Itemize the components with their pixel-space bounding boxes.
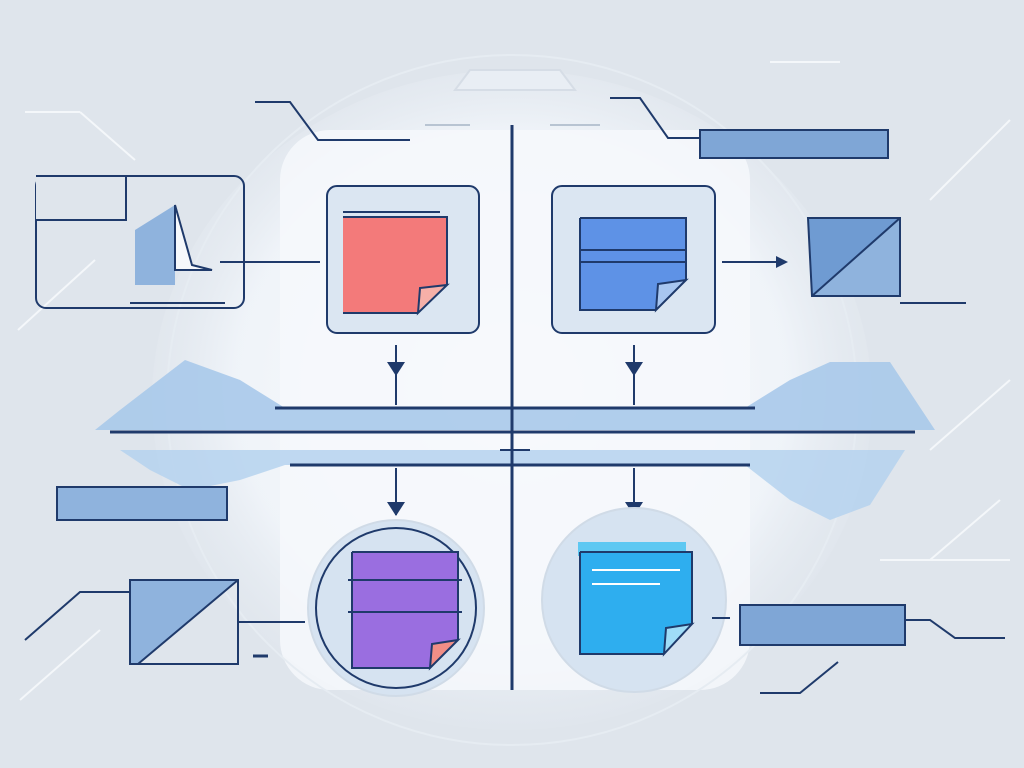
- label-bar-bottom-right-group: [739, 604, 1005, 694]
- label-bar-middle-left: [56, 486, 228, 521]
- diagonal-card-icon-bottom: [24, 579, 305, 665]
- sticky-note-stack-icon: [348, 551, 462, 671]
- sticky-note-lines-icon: [578, 542, 695, 657]
- label-bar-bottom-right: [739, 604, 906, 646]
- triangle-panel-icon: [130, 204, 225, 304]
- node-blue-note[interactable]: [551, 185, 716, 334]
- top-left-panel: [35, 175, 320, 309]
- node-red-note[interactable]: [326, 185, 480, 334]
- diagonal-card-icon: [806, 217, 966, 304]
- top-connectors: [255, 97, 700, 141]
- node-cyan-note[interactable]: [541, 507, 730, 693]
- node-purple-note[interactable]: [307, 519, 485, 697]
- sticky-note-stack-icon: [579, 217, 689, 313]
- label-bar-top-right: [699, 129, 889, 159]
- decorative-strokes: [17, 61, 1011, 701]
- sticky-note-icon: [343, 211, 450, 316]
